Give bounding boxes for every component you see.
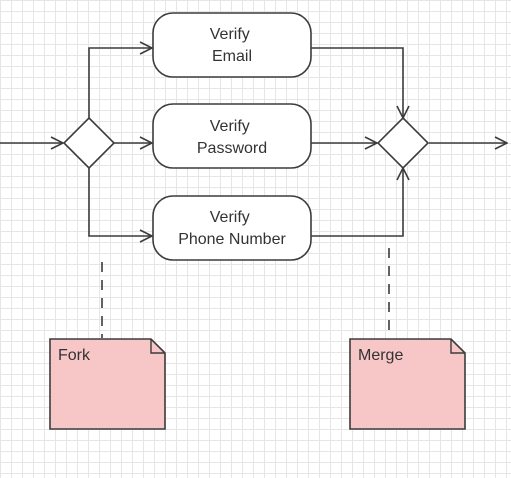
fork-node[interactable] [62, 116, 116, 170]
action-verify-email-line2: Email [212, 48, 252, 65]
action-verify-password-line2: Password [197, 140, 267, 157]
flow-fork-to-email[interactable] [88, 48, 152, 118]
action-verify-email[interactable]: Verify Email [152, 12, 312, 78]
flow-phone-to-merge[interactable] [311, 168, 403, 237]
merge-note[interactable]: Merge [349, 338, 466, 430]
svg-text:Verify Phone Number: Verify Phone Number [178, 209, 286, 248]
svg-text:Verify Password: Verify Password [197, 118, 267, 157]
action-verify-email-line1: Verify [210, 26, 250, 43]
action-verify-password-line1: Verify [210, 118, 250, 135]
flow-email-to-merge[interactable] [311, 47, 403, 118]
svg-text:Verify Email: Verify Email [210, 26, 254, 65]
flow-fork-to-phone[interactable] [88, 168, 152, 236]
merge-note-label: Merge [358, 347, 403, 364]
action-verify-phone-line2: Phone Number [178, 231, 286, 248]
fork-note-label: Fork [58, 347, 91, 364]
merge-node[interactable] [376, 116, 430, 170]
action-verify-phone-line1: Verify [210, 209, 250, 226]
action-verify-phone-number[interactable]: Verify Phone Number [152, 195, 312, 261]
fork-note[interactable]: Fork [49, 338, 166, 430]
action-verify-password[interactable]: Verify Password [152, 103, 312, 169]
